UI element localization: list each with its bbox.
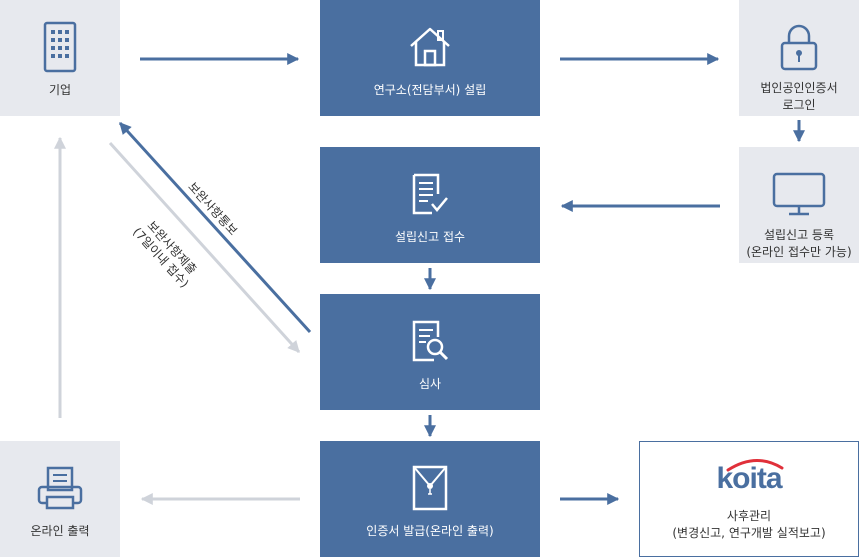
node-label: 설립신고 접수 bbox=[394, 230, 466, 244]
node-online-print: 온라인 출력 bbox=[0, 441, 120, 557]
node-report-register: 설립신고 등록 (온라인 접수만 가능) bbox=[739, 147, 859, 263]
node-review: 심사 bbox=[320, 294, 540, 410]
arrow-company-to-review bbox=[108, 141, 301, 354]
koita-logo: koita bbox=[716, 459, 784, 504]
document-check-icon bbox=[410, 169, 450, 219]
house-icon bbox=[408, 22, 452, 72]
printer-icon bbox=[36, 463, 84, 513]
arrow-review-to-company bbox=[118, 121, 312, 334]
building-icon bbox=[43, 21, 77, 73]
node-issue: 인증서 발급(온라인 출력) bbox=[320, 441, 540, 557]
node-establish: 연구소(전담부서) 설립 bbox=[320, 0, 540, 116]
node-aftercare: koita 사후관리 (변경신고, 연구개발 실적보고) bbox=[639, 441, 859, 557]
node-label: 연구소(전담부서) 설립 bbox=[373, 83, 487, 97]
node-label: 온라인 출력 bbox=[30, 524, 90, 538]
node-cert-login: 법인공인인증서 로그인 bbox=[739, 0, 859, 116]
node-label: 설립신고 등록 (온라인 접수만 가능) bbox=[746, 228, 852, 259]
document-search-icon bbox=[410, 316, 450, 366]
node-label: 사후관리 (변경신고, 연구개발 실적보고) bbox=[672, 509, 826, 540]
lock-icon bbox=[779, 22, 819, 72]
monitor-icon bbox=[772, 169, 826, 219]
envelope-icon bbox=[411, 463, 449, 513]
node-label: 인증서 발급(온라인 출력) bbox=[366, 524, 494, 538]
node-label: 기업 bbox=[48, 83, 72, 97]
logo-arc-icon bbox=[726, 459, 784, 472]
node-report-receipt: 설립신고 접수 bbox=[320, 147, 540, 263]
node-label: 법인공인인증서 로그인 bbox=[760, 81, 838, 112]
node-label: 심사 bbox=[418, 377, 442, 391]
node-company: 기업 bbox=[0, 0, 120, 116]
